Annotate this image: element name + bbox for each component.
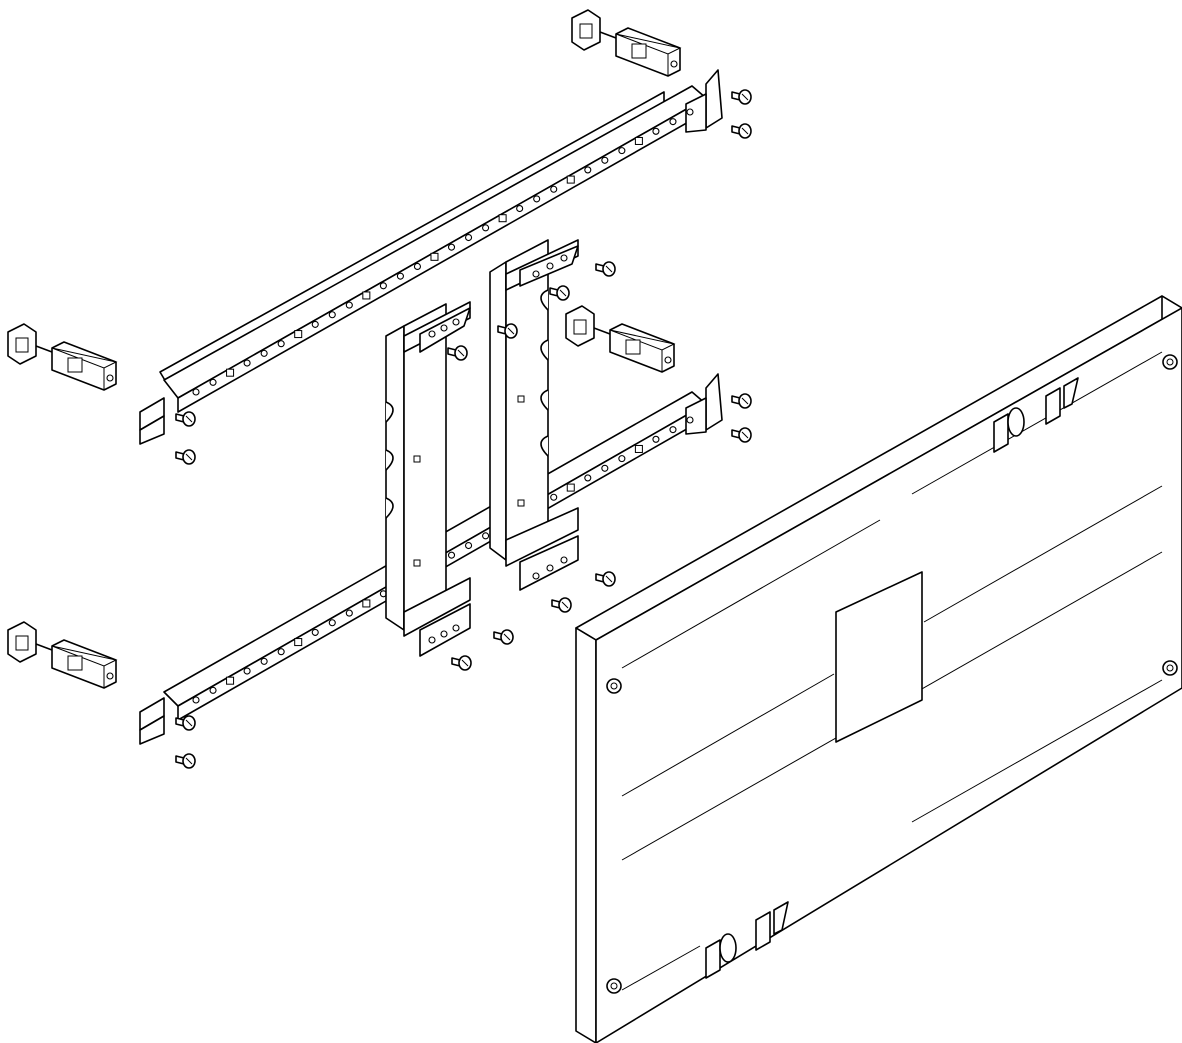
- rail-upper-hole: [447, 243, 456, 251]
- screw: [731, 427, 752, 443]
- screw: [175, 449, 196, 465]
- rail-upper-hole: [413, 262, 421, 271]
- screw: [493, 629, 514, 645]
- rail-upper-slot: [226, 368, 235, 377]
- rail-lower-slot: [294, 638, 303, 647]
- rail-upper-hole: [533, 195, 541, 203]
- rail-upper-slot: [634, 136, 643, 145]
- screw: [731, 123, 752, 139]
- rail-upper-hole: [311, 320, 319, 328]
- rail-upper-hole: [584, 166, 592, 174]
- rail-upper-hole: [192, 388, 200, 396]
- cover-cutout: [835, 571, 923, 743]
- rail-upper-hole: [345, 301, 353, 309]
- rail-upper-hole: [686, 108, 694, 116]
- rail-lower-hole: [686, 416, 694, 424]
- rail-lower-hole: [277, 648, 285, 656]
- rail-lower-slot: [362, 599, 371, 608]
- rail-upper-hole: [260, 349, 268, 357]
- rail-lower-hole: [669, 426, 677, 434]
- rail-upper-hole: [209, 378, 217, 386]
- screw: [595, 261, 616, 277]
- screw: [731, 89, 752, 105]
- rail-upper-hole: [550, 185, 558, 193]
- rail-upper-hole: [618, 147, 626, 155]
- rail-upper-slot: [430, 252, 439, 261]
- mounting-bracket-left: [385, 301, 471, 657]
- rail-lower-hole: [243, 667, 251, 675]
- rail-lower-hole: [550, 493, 558, 501]
- rail-upper-hole: [652, 127, 660, 135]
- rail-lower-hole: [345, 609, 353, 617]
- rail-upper-hole: [516, 205, 524, 213]
- rail-lower-hole: [584, 474, 592, 482]
- rail-lower-hole: [311, 628, 319, 636]
- rail-lower-hole: [618, 455, 626, 463]
- rail-upper-hole: [277, 340, 285, 348]
- clamp-fastener: [7, 323, 118, 391]
- rail-upper-hole: [396, 272, 404, 280]
- screw: [551, 597, 572, 613]
- cover-screw-mid-right: [1162, 660, 1178, 676]
- mounting-rail-upper: [139, 69, 723, 445]
- clamp-fastener: [571, 9, 682, 77]
- screw: [549, 285, 570, 301]
- cover-screw-left-bottom: [606, 978, 622, 994]
- rail-lower-hole: [482, 532, 490, 540]
- rail-lower-slot: [634, 444, 643, 453]
- rail-lower-hole: [328, 619, 336, 627]
- screw: [731, 393, 752, 409]
- rail-upper-slot: [566, 175, 575, 184]
- rail-upper-hole: [601, 156, 609, 164]
- rail-upper-slot: [362, 291, 371, 300]
- rail-lower-hole: [652, 435, 660, 443]
- screw: [451, 655, 472, 671]
- screw: [447, 345, 468, 361]
- rail-lower-hole: [465, 541, 473, 550]
- mounting-bracket-right: [489, 239, 579, 591]
- clamp-fastener: [565, 305, 676, 373]
- rail-lower-slot: [226, 676, 235, 685]
- cover-plate: [575, 295, 1182, 1043]
- rail-lower-hole: [192, 696, 200, 704]
- rail-upper-hole: [243, 359, 251, 367]
- rail-lower-hole: [601, 464, 609, 472]
- rail-upper-hole: [379, 282, 387, 290]
- rail-upper-hole: [465, 233, 473, 242]
- screw: [175, 411, 196, 427]
- rail-upper-slot: [498, 214, 507, 223]
- rail-upper-slot: [294, 330, 303, 339]
- rail-lower-slot: [566, 483, 575, 492]
- cover-screw-left-top: [606, 678, 622, 694]
- rail-upper-hole: [328, 311, 336, 319]
- clamp-fastener: [7, 621, 118, 689]
- cover-screw-top-right: [1162, 354, 1178, 370]
- rail-lower-hole: [260, 657, 268, 665]
- rail-upper-hole: [669, 118, 677, 126]
- screw: [175, 715, 196, 731]
- screw: [595, 571, 616, 587]
- screw: [497, 323, 518, 339]
- rail-upper-hole: [482, 224, 490, 232]
- rail-lower-hole: [447, 551, 456, 559]
- screw: [175, 753, 196, 769]
- rail-lower-hole: [209, 686, 217, 694]
